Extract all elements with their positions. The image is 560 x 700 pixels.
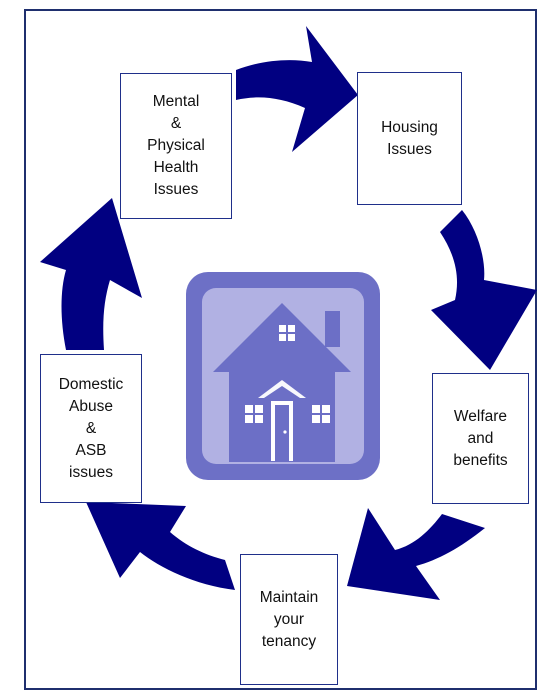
maintain-tenancy-label: Maintain your tenancy — [259, 588, 319, 650]
mental-physical-health-label: Mental & Physical Health Issues — [147, 93, 205, 198]
mental-physical-health-box: Mental & Physical Health Issues — [120, 73, 232, 219]
arrow-domestic-to-mental — [40, 198, 142, 350]
arrow-tenancy-to-domestic — [86, 502, 235, 590]
arrow-welfare-to-tenancy — [347, 508, 485, 600]
arrow-housing-to-welfare — [431, 210, 537, 370]
house-icon — [186, 272, 380, 480]
domestic-abuse-label: Domestic Abuse & ASB issues — [58, 375, 124, 481]
welfare-benefits-box: Welfare and benefits — [432, 373, 529, 504]
maintain-tenancy-box: Maintain your tenancy — [240, 554, 338, 685]
domestic-abuse-box: Domestic Abuse & ASB issues — [40, 354, 142, 503]
arrow-mental-to-housing — [236, 26, 358, 152]
housing-issues-label: Housing Issues — [381, 118, 438, 158]
welfare-benefits-label: Welfare and benefits — [453, 407, 508, 469]
housing-issues-box: Housing Issues — [357, 72, 462, 205]
